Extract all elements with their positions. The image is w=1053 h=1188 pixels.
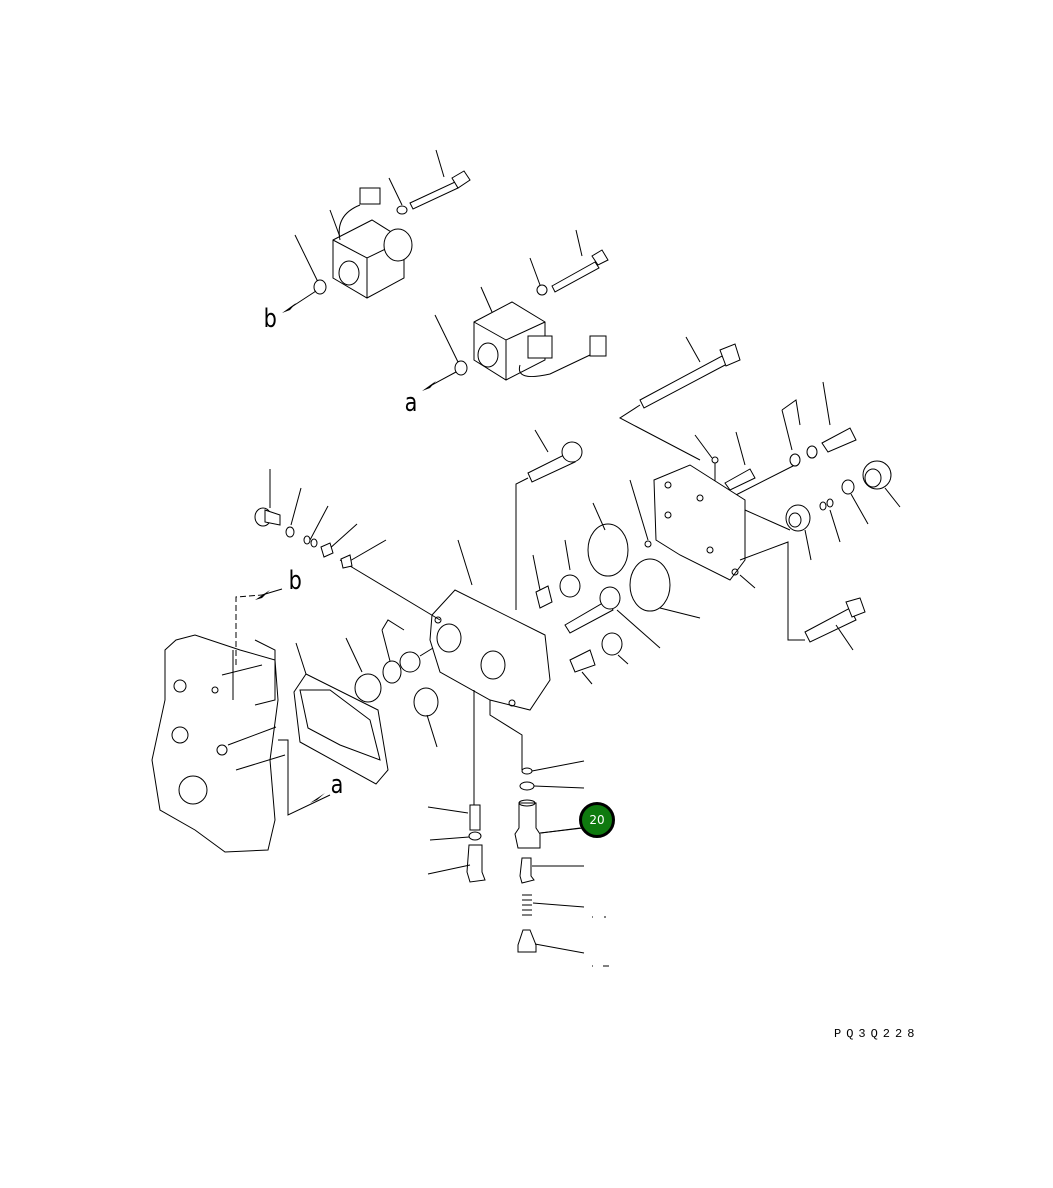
fitting-stack <box>254 469 387 569</box>
part-callout-20[interactable]: 20 <box>579 802 615 838</box>
cover-assembly <box>619 336 901 651</box>
pump-housing <box>151 588 331 853</box>
housing-reference-label-a: a <box>330 770 344 800</box>
reference-label-a: a <box>404 388 418 418</box>
gears-gasket <box>293 619 439 785</box>
lower-parts <box>427 760 609 967</box>
reference-label-b: b <box>263 304 277 334</box>
solenoid-b <box>282 149 471 313</box>
pump-body <box>339 429 701 805</box>
solenoid-a <box>422 229 609 391</box>
housing-reference-label-b: b <box>288 566 302 596</box>
drawing-number: PQ3Q228 <box>834 1027 920 1041</box>
